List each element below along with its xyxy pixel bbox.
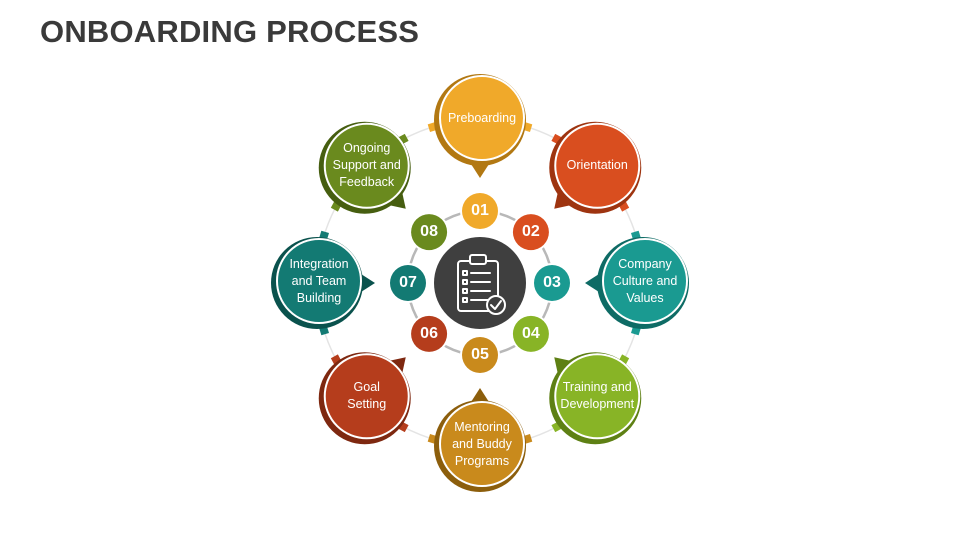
- step-number-badge-07: [388, 263, 428, 303]
- step-bubble-01: [427, 74, 533, 178]
- step-number-02: 02: [522, 223, 540, 241]
- step-bubble-07: [271, 230, 375, 336]
- step-bubble-04: [549, 352, 642, 445]
- step-label-01: Preboarding: [447, 110, 517, 125]
- step-bubble-08: [318, 121, 411, 214]
- bubble-fill: [602, 238, 688, 324]
- bubble-fill: [439, 75, 525, 161]
- step-label-04: Training and Development: [560, 380, 635, 412]
- step-number-03: 03: [543, 274, 561, 291]
- clipboard-checklist-icon: [457, 254, 506, 315]
- number-badge-fill: [411, 214, 448, 251]
- step-number-01: 01: [471, 202, 489, 219]
- number-badge-fill: [512, 214, 549, 251]
- step-bubble-06: [318, 352, 411, 445]
- number-badge-fill: [411, 315, 448, 352]
- step-number-badge-06: [409, 313, 450, 354]
- step-number-badge-05: [460, 335, 500, 375]
- step-label-05: Mentoring and Buddy Programs: [452, 419, 512, 468]
- step-label-06: Goal Setting: [347, 380, 387, 412]
- number-badge-fill: [534, 265, 570, 301]
- number-badge-fill: [462, 337, 498, 373]
- step-label-02: Orientation: [566, 158, 628, 173]
- step-number-badge-03: [532, 263, 572, 303]
- step-number-badge-08: [409, 212, 450, 253]
- step-bubble-03: [585, 230, 689, 336]
- step-bubble-02: [549, 121, 642, 214]
- step-number-08: 08: [420, 223, 438, 241]
- step-bubble-05: [427, 388, 533, 492]
- step-number-07: 07: [399, 274, 417, 291]
- bubble-fill: [554, 353, 641, 440]
- page-title: ONBOARDING PROCESS: [40, 14, 420, 49]
- step-label-07: Integration and Team Building: [289, 256, 349, 305]
- bubble-fill: [276, 238, 362, 324]
- number-badge-fill: [512, 315, 549, 352]
- step-label-03: Company Culture and Values: [612, 256, 678, 305]
- bubble-fill: [323, 122, 410, 209]
- step-number-06: 06: [420, 324, 438, 342]
- step-number-badge-04: [510, 313, 551, 354]
- step-number-05: 05: [471, 346, 489, 363]
- step-number-badge-01: [460, 191, 500, 231]
- number-badge-fill: [462, 193, 498, 229]
- bubble-fill: [439, 401, 525, 487]
- step-number-badge-02: [510, 212, 551, 253]
- step-label-08: Ongoing Support and Feedback: [332, 141, 401, 190]
- number-badge-fill: [390, 265, 426, 301]
- step-number-04: 04: [522, 324, 540, 342]
- bubble-fill: [323, 353, 410, 440]
- bubble-fill: [554, 122, 641, 209]
